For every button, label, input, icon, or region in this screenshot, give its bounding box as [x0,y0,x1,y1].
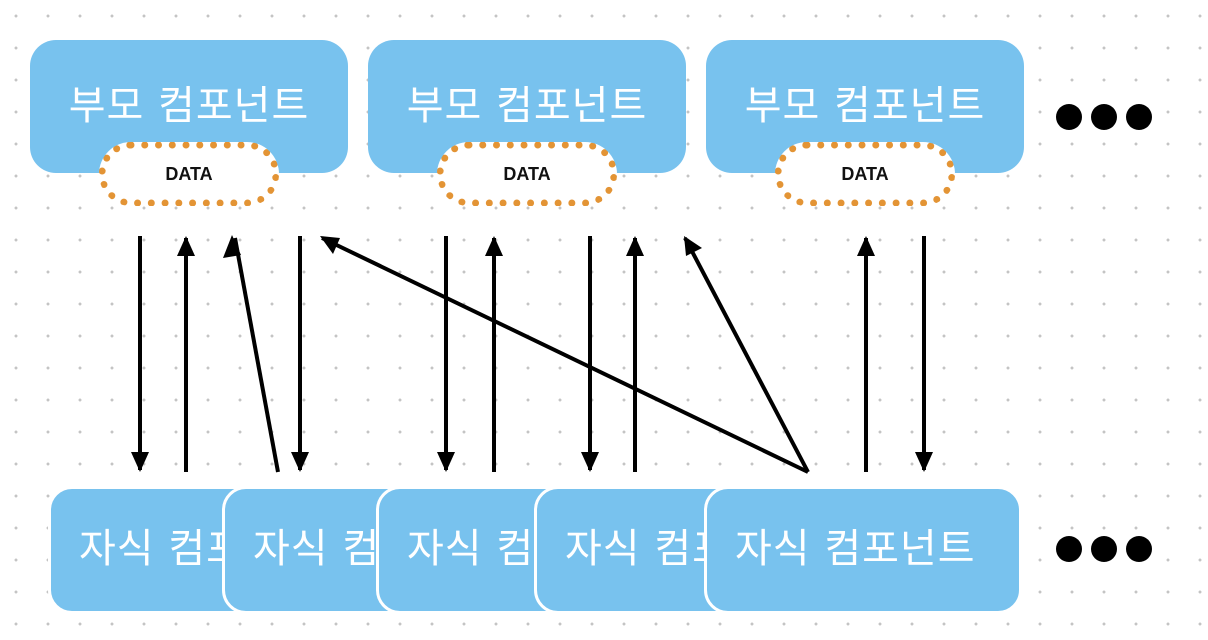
arrowhead [581,452,599,472]
data-label: DATA [841,163,889,184]
data-label: DATA [503,163,551,184]
arrowhead [857,236,875,256]
child-label: 자식 컴포넌트 [735,526,976,572]
dot-icon [1126,104,1152,130]
dot-icon [1091,104,1117,130]
arrowhead [437,452,455,472]
dot-icon [1091,536,1117,562]
data-pill-1: DATA [99,142,279,206]
arrow-up [683,237,810,473]
data-pill-3: DATA [775,142,955,206]
arrowhead [915,452,933,472]
arrowhead [177,236,195,256]
arrowhead [223,235,241,258]
arrowhead [684,236,702,256]
data-label: DATA [165,163,213,184]
dot-icon [1056,536,1082,562]
data-pill-2: DATA [437,142,617,206]
arrowhead [320,236,340,254]
dot-icon [1126,536,1152,562]
arrowhead [291,452,309,472]
more-children-ellipsis-icon [1056,536,1161,562]
arrowhead [626,236,644,256]
arrowhead [131,452,149,472]
parent-label: 부모 컴포넌트 [744,83,986,129]
arrow-up [233,237,280,473]
more-parents-ellipsis-icon [1056,104,1161,130]
arrowhead [485,236,503,256]
child-component-5: 자식 컴포넌트 [704,486,1022,614]
parent-label: 부모 컴포넌트 [406,83,648,129]
arrow-up [321,236,809,474]
parent-label: 부모 컴포넌트 [68,83,310,129]
dot-icon [1056,104,1082,130]
